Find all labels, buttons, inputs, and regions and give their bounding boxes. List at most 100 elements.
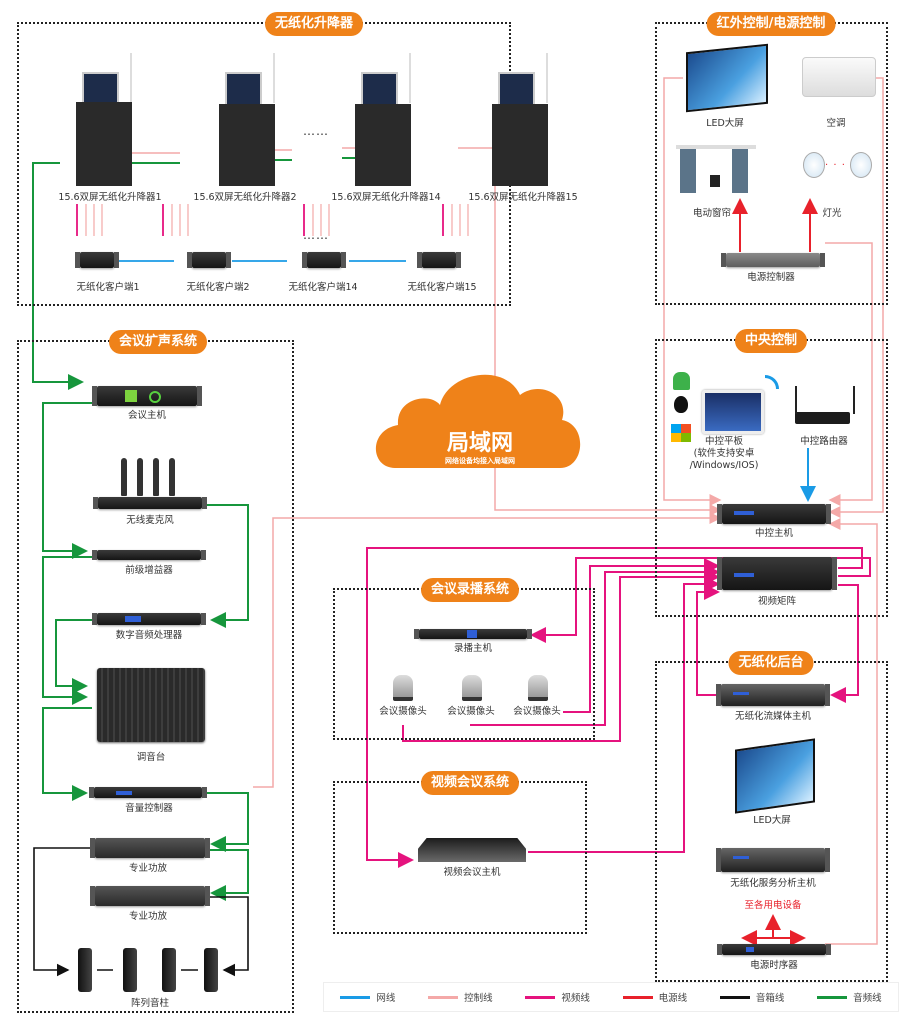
apple-icon <box>674 396 688 413</box>
camera-3[interactable] <box>528 675 548 701</box>
legend-swatch-speaker <box>719 995 750 999</box>
mixer[interactable] <box>97 668 205 742</box>
lan-cloud <box>375 374 581 468</box>
streaming-host[interactable] <box>716 684 830 706</box>
lift-client-links <box>76 204 469 236</box>
client-device-1[interactable] <box>75 252 119 268</box>
legend: 网线 控制线 视频线 电源线 音箱线 音频线 <box>323 982 899 1012</box>
control-tablet[interactable] <box>702 390 764 434</box>
preamp-label: 前级增益器 <box>125 565 173 576</box>
legend-item-network: 网线 <box>340 990 395 1004</box>
audio-line <box>203 849 249 901</box>
power-sequencer-label: 电源时序器 <box>750 960 798 971</box>
volume-controller[interactable] <box>89 787 207 798</box>
control-line <box>825 518 878 945</box>
video-matrix[interactable] <box>717 557 837 590</box>
power-amp-1[interactable] <box>90 838 210 858</box>
power-amp-2[interactable] <box>90 886 210 906</box>
column-speaker-4[interactable] <box>204 948 218 992</box>
client-device-14[interactable] <box>302 252 346 268</box>
power-sequencer[interactable] <box>717 944 831 955</box>
lift-label-1: 15.6双屏无纸化升降器1 <box>58 192 162 203</box>
client-device-2[interactable] <box>187 252 231 268</box>
lan-cloud-title: 局域网 <box>446 431 513 456</box>
lift-label-14: 15.6双屏无纸化升降器14 <box>331 192 441 203</box>
audio-line <box>32 162 84 390</box>
control-router[interactable] <box>795 412 850 424</box>
column-speaker-2[interactable] <box>123 948 137 992</box>
air-conditioner[interactable] <box>802 57 876 97</box>
preamp[interactable] <box>92 550 206 560</box>
led-wall-backend-label: LED大屏 <box>753 815 791 826</box>
recording-host[interactable] <box>414 629 532 639</box>
windows-icon <box>671 424 691 442</box>
power-controller-label: 电源控制器 <box>747 272 795 283</box>
legend-swatch-network <box>340 995 371 999</box>
wireless-mic-label: 无线麦克风 <box>126 515 174 526</box>
client-label-1: 无纸化客户端1 <box>76 282 140 293</box>
lan-cloud-subtitle: 网络设备均接入局域网 <box>445 457 515 465</box>
led-wall-backend[interactable] <box>735 738 815 814</box>
audio-dsp[interactable] <box>92 613 206 625</box>
zone-title-recording: 会议录播系统 <box>420 578 520 602</box>
camera-3-label: 会议摄像头 <box>513 706 561 717</box>
client-label-15: 无纸化客户端15 <box>407 282 477 293</box>
video-line <box>528 576 720 853</box>
recording-host-label: 录播主机 <box>453 643 493 654</box>
legend-item-audio: 音频线 <box>817 990 882 1004</box>
column-speakers-label: 阵列音柱 <box>130 998 170 1009</box>
analysis-server-label: 无纸化服务分析主机 <box>730 878 816 889</box>
client-device-15[interactable] <box>417 252 461 268</box>
power-amp-1-label: 专业功放 <box>128 863 168 874</box>
audio-line <box>55 619 92 694</box>
video-line <box>830 584 859 703</box>
audio-line <box>203 792 249 852</box>
analysis-server[interactable] <box>716 848 830 872</box>
router-antennas <box>795 386 855 414</box>
ellipsis-clients: …… <box>303 228 329 242</box>
tablet-label-line3: /Windows/IOS) <box>689 460 759 471</box>
audio-line <box>42 556 92 705</box>
legend-swatch-power <box>622 995 653 999</box>
column-speaker-1[interactable] <box>78 948 92 992</box>
power-distribution-note: 至各用电设备 <box>744 900 802 911</box>
tablet-label-line2: (软件支持安卓 <box>693 448 755 459</box>
camera-1[interactable] <box>393 675 413 701</box>
power-amp-2-label: 专业功放 <box>128 911 168 922</box>
led-wall-ir[interactable] <box>686 43 768 113</box>
lift-label-2: 15.6双屏无纸化升降器2 <box>193 192 297 203</box>
zone-title-ir-power: 红外控制/电源控制 <box>706 12 836 36</box>
mixer-label: 调音台 <box>136 752 166 763</box>
client-label-2: 无纸化客户端2 <box>186 282 250 293</box>
streaming-host-label: 无纸化流媒体主机 <box>734 711 812 722</box>
light-bulb-2[interactable] <box>850 152 872 178</box>
electric-curtain-label: 电动窗帘 <box>692 208 732 219</box>
control-line <box>828 77 884 518</box>
conference-host[interactable] <box>92 386 202 406</box>
power-controller[interactable] <box>721 253 825 267</box>
video-line <box>470 564 720 726</box>
electric-curtain[interactable] <box>676 145 756 195</box>
legend-label-network: 网线 <box>376 993 396 1004</box>
central-control-host[interactable] <box>717 504 831 524</box>
volume-controller-label: 音量控制器 <box>125 803 173 814</box>
zone-title-paperless-lift: 无纸化升降器 <box>264 12 364 36</box>
video-conference-host[interactable] <box>418 838 526 862</box>
legend-label-control: 控制线 <box>464 993 493 1004</box>
audio-line <box>42 402 92 559</box>
column-speaker-3[interactable] <box>162 948 176 992</box>
light-bulb-1[interactable] <box>803 152 825 178</box>
android-icon <box>673 372 690 390</box>
speaker-line <box>33 847 92 977</box>
audio-line <box>203 504 249 628</box>
control-router-label: 中控路由器 <box>800 436 848 447</box>
control-line <box>253 512 722 788</box>
led-wall-ir-label: LED大屏 <box>706 118 744 129</box>
legend-label-audio: 音频线 <box>853 993 882 1004</box>
legend-label-power: 电源线 <box>658 993 688 1004</box>
video-line <box>696 584 720 696</box>
camera-2[interactable] <box>462 675 482 701</box>
legend-item-video: 视频线 <box>525 990 590 1004</box>
legend-item-speaker: 音箱线 <box>719 990 784 1004</box>
